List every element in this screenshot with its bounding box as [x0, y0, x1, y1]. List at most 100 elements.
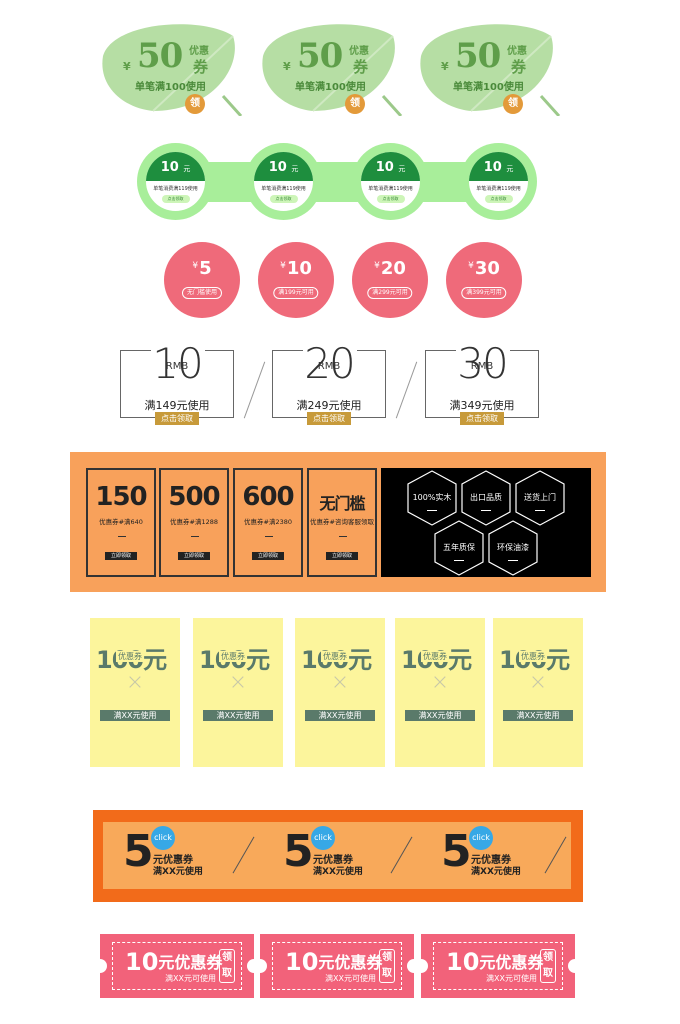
leaf-icon [420, 24, 561, 116]
ticket-coupon[interactable]: 10元优惠券 满XX元可使用 领取 [414, 934, 582, 998]
rmb-coupon[interactable]: 10 RMB 满149元使用 点击领取 [120, 339, 234, 425]
leaf-icon [102, 24, 243, 116]
green-coupon[interactable]: 10 元 单笔消费满119使用 点击领取 [137, 143, 214, 220]
yellow-coupon[interactable]: 100元 优惠券 × 满XX元使用 [193, 618, 283, 767]
pink-coupon[interactable]: ¥10 满199元可用 [258, 242, 334, 318]
claim-button[interactable]: 点击领取 [376, 195, 405, 203]
click-badge[interactable]: click [311, 826, 335, 850]
frame-gap [303, 349, 357, 353]
coupon-label: 优惠券 [116, 651, 144, 662]
leaf-coupon[interactable]: ¥ 50 优惠 券 单笔满100使用 领 [253, 16, 403, 116]
claim-button[interactable]: 领取 [540, 949, 556, 983]
ticket-border: 10元优惠券 满XX元可使用 领取 [112, 942, 242, 990]
claim-button[interactable]: 领 [503, 94, 523, 114]
claim-button[interactable]: 点击领取 [460, 412, 504, 425]
yellow-coupon[interactable]: 100元 优惠券 × 满XX元使用 [395, 618, 485, 767]
coupon-condition: 优惠券#咨询客服领取 [310, 518, 374, 526]
green-coupon[interactable]: 10 元 单笔消费满119使用 点击领取 [245, 143, 322, 220]
green-coupon[interactable]: 10 元 单笔消费满119使用 点击领取 [352, 143, 429, 220]
coupon-amount: 10 元 [146, 152, 205, 181]
coupon-title: 元优惠券 [313, 855, 353, 866]
coupon-label-bottom: 券 [511, 58, 527, 76]
coupon-condition: 满XX元使用 [305, 710, 375, 721]
green-coupon[interactable]: 10 元 单笔消费满119使用 点击领取 [460, 143, 537, 220]
coupon-amount: ¥20 [374, 258, 406, 279]
green-coupon-chain: 10 元 单笔消费满119使用 点击领取 10 元 单笔消费满119使用 点击领… [137, 143, 539, 220]
click-coupon[interactable]: 5 click 元优惠券 满XX元使用 [107, 822, 247, 889]
yellow-coupon[interactable]: 100元 优惠券 × 满XX元使用 [493, 618, 583, 767]
click-coupon[interactable]: 5 click 元优惠券 满XX元使用 [267, 822, 407, 889]
coupon-amount: 10 [152, 339, 203, 388]
yellow-coupon[interactable]: 100元 优惠券 × 满XX元使用 [295, 618, 385, 767]
cross-icon: × [125, 670, 145, 695]
coupon-condition: 满149元使用 [144, 399, 210, 412]
coupon-amount: 150 [95, 482, 147, 512]
currency-symbol: ¥ [441, 60, 449, 73]
claim-button[interactable]: 立即领取 [325, 552, 359, 560]
claim-button[interactable]: 立即领取 [251, 552, 285, 560]
claim-button[interactable]: 点击领取 [155, 412, 199, 425]
claim-button[interactable]: 领取 [219, 949, 235, 983]
coupon-condition: 单笔满100使用 [135, 82, 206, 93]
pink-coupon[interactable]: ¥30 满399元可用 [446, 242, 522, 318]
ticket-coupon[interactable]: 10元优惠券 满XX元可使用 领取 [93, 934, 261, 998]
feature-hexagon: 送货上门 [515, 470, 565, 526]
coupon-label: 优惠券 [321, 651, 349, 662]
hexagon-icon [515, 470, 565, 526]
coupon-amount: 50 [137, 36, 183, 76]
coupon-label-bottom: 券 [193, 58, 209, 76]
ticket-notch [253, 959, 267, 973]
cross-icon: × [430, 670, 450, 695]
click-badge[interactable]: click [469, 826, 493, 850]
ticket-coupon[interactable]: 10元优惠券 满XX元可使用 领取 [253, 934, 421, 998]
rmb-coupon[interactable]: 30 RMB 满349元使用 点击领取 [425, 339, 539, 425]
coupon-label-top: 优惠 [189, 46, 209, 57]
leaf-coupon[interactable]: ¥ 50 优惠 券 单笔满100使用 领 [411, 16, 561, 116]
rmb-coupon[interactable]: 20 RMB 满249元使用 点击领取 [272, 339, 386, 425]
feature-label: 环保油漆 [497, 543, 529, 552]
orange-coupon[interactable]: 150 优惠券#满640 立即领取 [86, 468, 156, 577]
claim-button[interactable]: 点击领取 [484, 195, 513, 203]
coupon-label-top: 优惠 [507, 46, 527, 57]
orange-coupon[interactable]: 600 优惠券#满2380 立即领取 [233, 468, 303, 577]
coupon-title: 元优惠券 [471, 855, 511, 866]
coupon-condition: 满XX元使用 [203, 710, 273, 721]
claim-button[interactable]: 点击领取 [269, 195, 298, 203]
claim-button[interactable]: 领 [345, 94, 365, 114]
coupon-unit: RMB [317, 361, 341, 372]
click-coupon-frame: 5 click 元优惠券 满XX元使用 5 click 元优惠券 满XX元使用 … [93, 810, 583, 902]
click-badge[interactable]: click [151, 826, 175, 850]
coupon-condition: 满XX元可使用 [486, 974, 537, 983]
claim-button[interactable]: 领取 [379, 949, 395, 983]
click-coupon[interactable]: 5 click 元优惠券 满XX元使用 [425, 822, 565, 889]
claim-button[interactable]: 点击领取 [161, 195, 190, 203]
claim-button[interactable]: 立即领取 [104, 552, 138, 560]
coupon-amount: ¥5 [192, 258, 212, 279]
hexagon-icon [434, 520, 484, 576]
divider-dash [265, 536, 273, 537]
ticket-border: 10元优惠券 满XX元可使用 领取 [272, 942, 402, 990]
orange-coupon[interactable]: 500 优惠券#满1288 立即领取 [159, 468, 229, 577]
hexagon-icon [407, 470, 457, 526]
coupon-amount: 5 [283, 826, 314, 877]
orange-coupon[interactable]: 无门槛 优惠券#咨询客服领取 立即领取 [307, 468, 377, 577]
yellow-coupon[interactable]: 100元 优惠券 × 满XX元使用 [90, 618, 180, 767]
coupon-amount: ¥10 [280, 258, 312, 279]
leaf-coupon[interactable]: ¥ 50 优惠 券 单笔满100使用 领 [93, 16, 243, 116]
coupon-condition: 无门槛使用 [181, 287, 223, 299]
coupon-label: 优惠券 [219, 651, 247, 662]
claim-button[interactable]: 领 [185, 94, 205, 114]
coupon-condition: 单笔满100使用 [453, 82, 524, 93]
claim-button[interactable]: 点击领取 [307, 412, 351, 425]
click-coupon-strip: 5 click 元优惠券 满XX元使用 5 click 元优惠券 满XX元使用 … [103, 822, 571, 889]
pink-coupon[interactable]: ¥20 满299元可用 [352, 242, 428, 318]
coupon-condition: 满XX元使用 [503, 710, 573, 721]
feature-hexagon: 100%实木 [407, 470, 457, 526]
coupon-condition: 满299元可用 [367, 287, 413, 299]
orange-coupon-panel: 150 优惠券#满640 立即领取 500 优惠券#满1288 立即领取 600… [70, 452, 606, 592]
coupon-condition: 满349元使用 [449, 399, 515, 412]
claim-button[interactable]: 立即领取 [177, 552, 211, 560]
feature-panel: 100%实木 出口品质 送货上门 五年质保 环保油漆 [381, 468, 591, 577]
pink-coupon[interactable]: ¥5 无门槛使用 [164, 242, 240, 318]
coupon-condition: 满XX元使用 [100, 710, 170, 721]
